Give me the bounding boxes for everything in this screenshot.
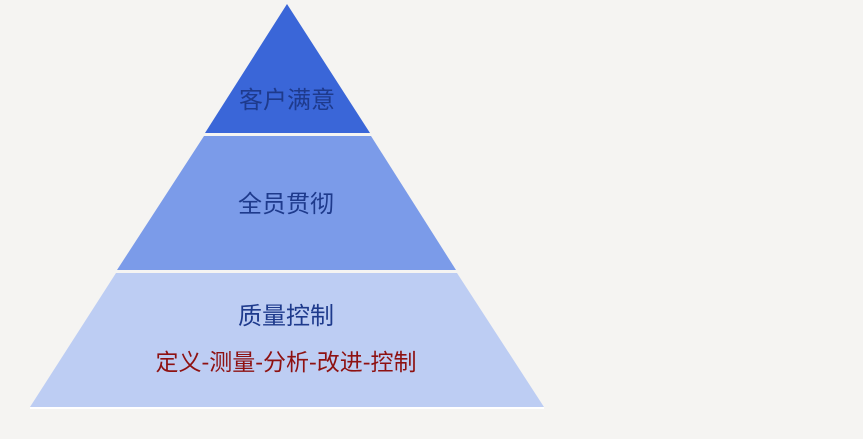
level-bottom-sublabel: 定义-测量-分析-改进-控制 bbox=[155, 350, 416, 376]
pyramid-level-middle bbox=[117, 136, 456, 270]
pyramid-level-top bbox=[205, 4, 370, 133]
pyramid-level-bottom bbox=[30, 273, 544, 407]
level-top-label: 客户满意 bbox=[239, 86, 335, 114]
level-bottom-label: 质量控制 bbox=[238, 302, 334, 330]
level-middle-label: 全员贯彻 bbox=[238, 190, 334, 218]
